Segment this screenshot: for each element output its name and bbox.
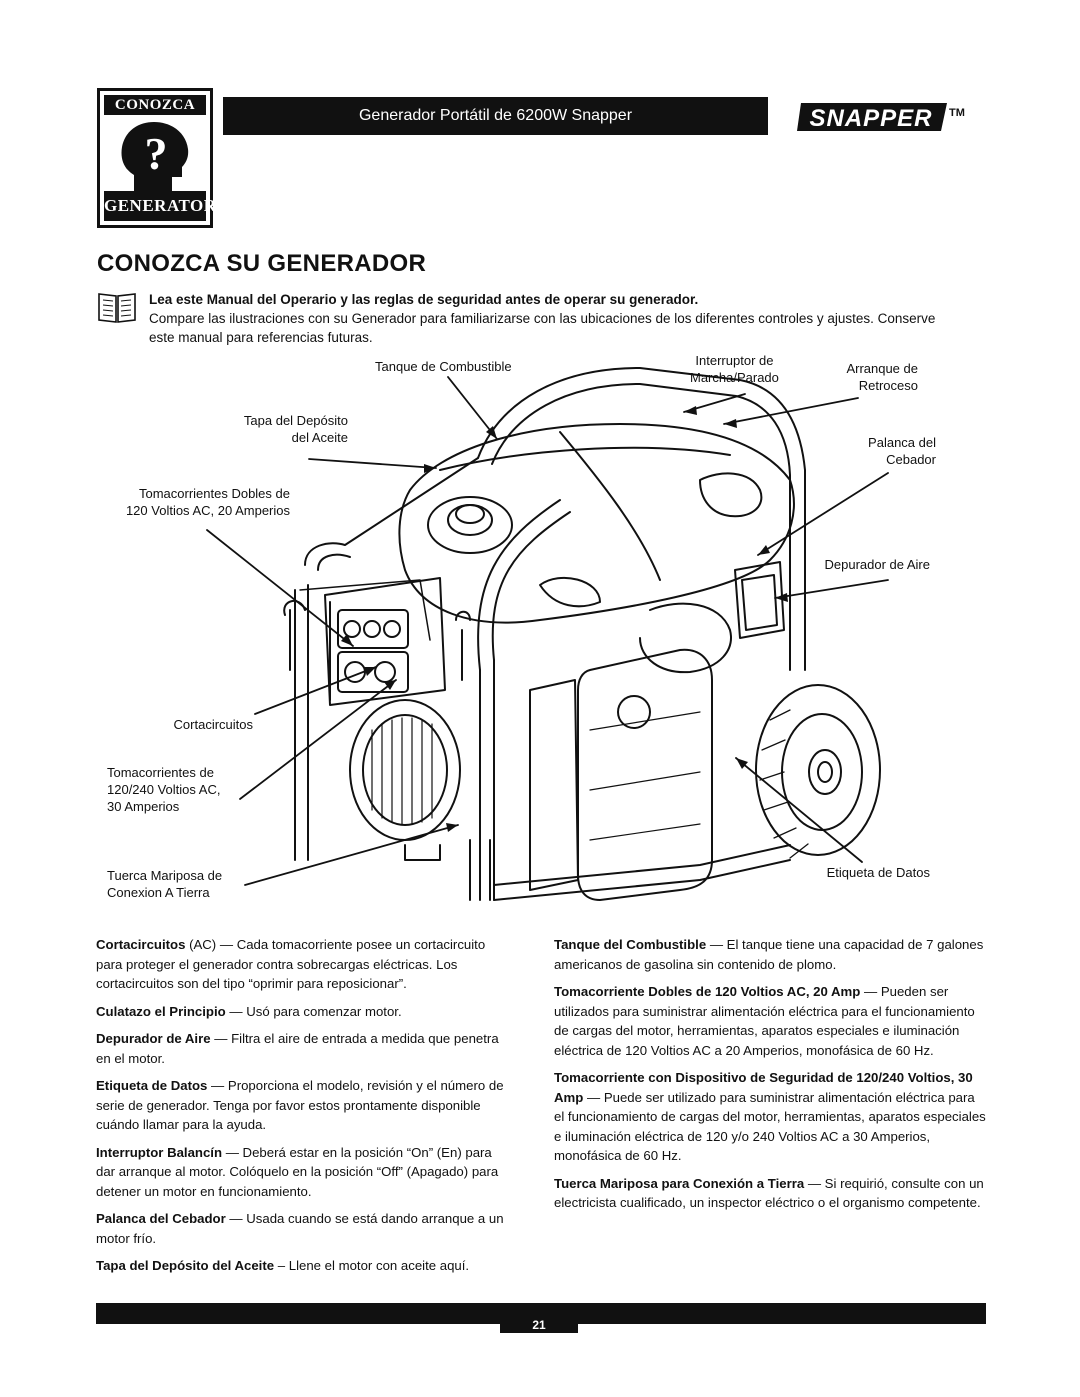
description-item: Tanque del Combustible — El tanque tiene…	[554, 937, 984, 972]
label-recoil-starter: Arranque de Retroceso	[846, 361, 918, 393]
description-item: Tuerca Mariposa para Conexión a Tierra —…	[554, 1175, 984, 1211]
descriptions-left-column: Cortacircuitos (AC) — Cada tomacorriente…	[96, 935, 514, 1284]
label-ground-nut: Tuerca Mariposa de Conexion A Tierra	[107, 868, 223, 900]
description-item: Tomacorriente Dobles de 120 Voltios AC, …	[554, 984, 975, 1058]
header-title: Generador Portátil de 6200W Snapper	[223, 97, 768, 135]
logo-top-text: CONOZCA SU	[104, 95, 206, 133]
description-item: Depurador de Aire — Filtra el aire de en…	[96, 1031, 499, 1066]
generator-drawing	[206, 367, 889, 901]
label-240v-outlet: Tomacorrientes de 120/240 Voltios AC, 30…	[107, 765, 221, 814]
label-data-tag: Etiqueta de Datos	[826, 865, 930, 880]
label-circuit-breakers: Cortacircuitos	[173, 717, 253, 732]
label-oil-cap: Tapa del Depósito del Aceite	[243, 413, 348, 445]
intro-text: Lea este Manual del Operario y las regla…	[149, 290, 949, 347]
page-number: 21	[500, 1303, 578, 1333]
brand-trademark: TM	[949, 107, 965, 119]
description-item: Culatazo el Principio — Usó para comenza…	[96, 1003, 402, 1019]
intro-bold-line: Lea este Manual del Operario y las regla…	[149, 292, 699, 307]
brand-name: SNAPPER	[809, 105, 932, 132]
description-item: Palanca del Cebador — Usada cuando se es…	[96, 1211, 504, 1246]
label-choke-lever: Palanca del Cebador	[868, 435, 936, 467]
label-air-cleaner: Depurador de Aire	[824, 557, 930, 572]
label-duplex-outlets: Tomacorrientes Dobles de 120 Voltios AC,…	[125, 486, 290, 518]
label-fuel-tank: Tanque de Combustible	[375, 359, 512, 374]
head-question-icon: ?	[121, 122, 189, 191]
manual-book-icon	[98, 293, 136, 323]
description-item: Etiqueta de Datos — Proporciona el model…	[96, 1078, 504, 1132]
page-title: CONOZCA SU GENERADOR	[97, 250, 427, 277]
logo-bottom-text: GENERATOR	[104, 191, 216, 221]
descriptions-right-column: Tanque del Combustible — El tanque tiene…	[554, 935, 986, 1221]
snapper-brand-logo: SNAPPER TM	[797, 103, 965, 132]
know-your-generator-logo: CONOZCA SU ? GENERATOR	[97, 88, 216, 228]
svg-text:?: ?	[145, 128, 168, 179]
label-on-off-switch: Interruptor de Marcha/Parado	[690, 353, 779, 385]
intro-body: Compare las ilustraciones con su Generad…	[149, 311, 936, 345]
generator-illustration: Tanque de Combustible Interruptor de Mar…	[0, 340, 1080, 940]
description-item: Cortacircuitos (AC) — Cada tomacorriente…	[96, 937, 486, 991]
description-item: Tomacorriente con Dispositivo de Segurid…	[554, 1070, 986, 1163]
description-item: Tapa del Depósito del Aceite – Llene el …	[96, 1258, 470, 1273]
description-item: Interruptor Balancín — Deberá estar en l…	[96, 1144, 499, 1199]
